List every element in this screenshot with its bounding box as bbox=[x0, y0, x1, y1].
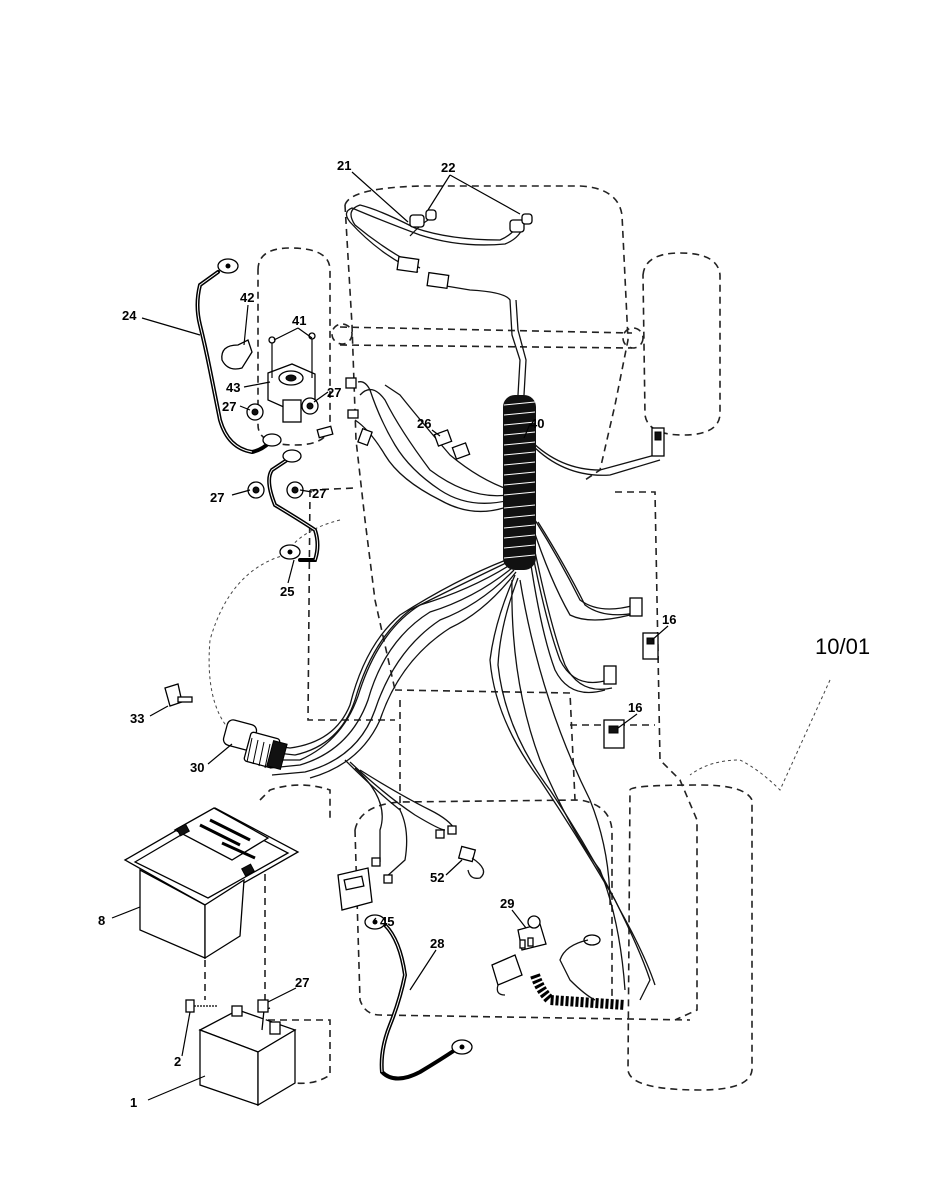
leader-lines bbox=[111, 171, 669, 1101]
ground-cable-28 bbox=[364, 914, 473, 1081]
hour-meter-45 bbox=[337, 867, 373, 911]
connector-26 bbox=[433, 429, 471, 460]
battery-cable-25 bbox=[267, 449, 320, 562]
battery-box-8 bbox=[123, 807, 300, 960]
battery-cable-24 bbox=[195, 258, 282, 455]
callout-27-solenoid-left: 27 bbox=[222, 399, 236, 414]
callout-22: 22 bbox=[441, 160, 455, 175]
callout-16-upper: 16 bbox=[662, 612, 676, 627]
battery-1 bbox=[198, 1005, 297, 1107]
date-code: 10/01 bbox=[815, 634, 870, 659]
solenoid-assembly bbox=[221, 332, 373, 499]
connector-16-upper bbox=[603, 597, 659, 685]
center-terminals bbox=[371, 825, 457, 884]
callout-27-lower-left: 27 bbox=[210, 490, 224, 505]
coiled-loom bbox=[503, 395, 626, 1010]
callout-27-solenoid-right: 27 bbox=[327, 385, 341, 400]
callout-27-lower-right: 27 bbox=[312, 486, 326, 501]
callout-40: 40 bbox=[530, 416, 544, 431]
callout-28: 28 bbox=[430, 936, 444, 951]
callout-8: 8 bbox=[98, 913, 105, 928]
rear-light-connector bbox=[651, 427, 665, 457]
callout-1: 1 bbox=[130, 1095, 137, 1110]
callout-labels: 21 22 24 42 41 43 27 27 27 27 26 40 25 1… bbox=[98, 158, 676, 1110]
callout-2: 2 bbox=[174, 1054, 181, 1069]
callout-33: 33 bbox=[130, 711, 144, 726]
callout-42: 42 bbox=[240, 290, 254, 305]
callout-29: 29 bbox=[500, 896, 514, 911]
connector-16-lower bbox=[603, 719, 625, 749]
callout-30: 30 bbox=[190, 760, 204, 775]
callout-16-lower: 16 bbox=[628, 700, 642, 715]
callout-25: 25 bbox=[280, 584, 294, 599]
callout-45: 45 bbox=[380, 914, 394, 929]
callout-52: 52 bbox=[430, 870, 444, 885]
callout-24: 24 bbox=[122, 308, 137, 323]
harness-connector-top bbox=[396, 255, 450, 290]
headlight-sockets bbox=[409, 209, 533, 233]
ignition-switch-30 bbox=[222, 719, 288, 770]
battery-bolt-2 bbox=[185, 999, 269, 1013]
callout-41: 41 bbox=[292, 313, 306, 328]
callout-43: 43 bbox=[226, 380, 240, 395]
seat-switch-29 bbox=[491, 915, 601, 1001]
main-harness bbox=[264, 204, 661, 1001]
plug-52 bbox=[457, 845, 485, 879]
callout-27-battery: 27 bbox=[295, 975, 309, 990]
key-33 bbox=[164, 683, 193, 707]
callout-26: 26 bbox=[417, 416, 431, 431]
callout-21: 21 bbox=[337, 158, 351, 173]
